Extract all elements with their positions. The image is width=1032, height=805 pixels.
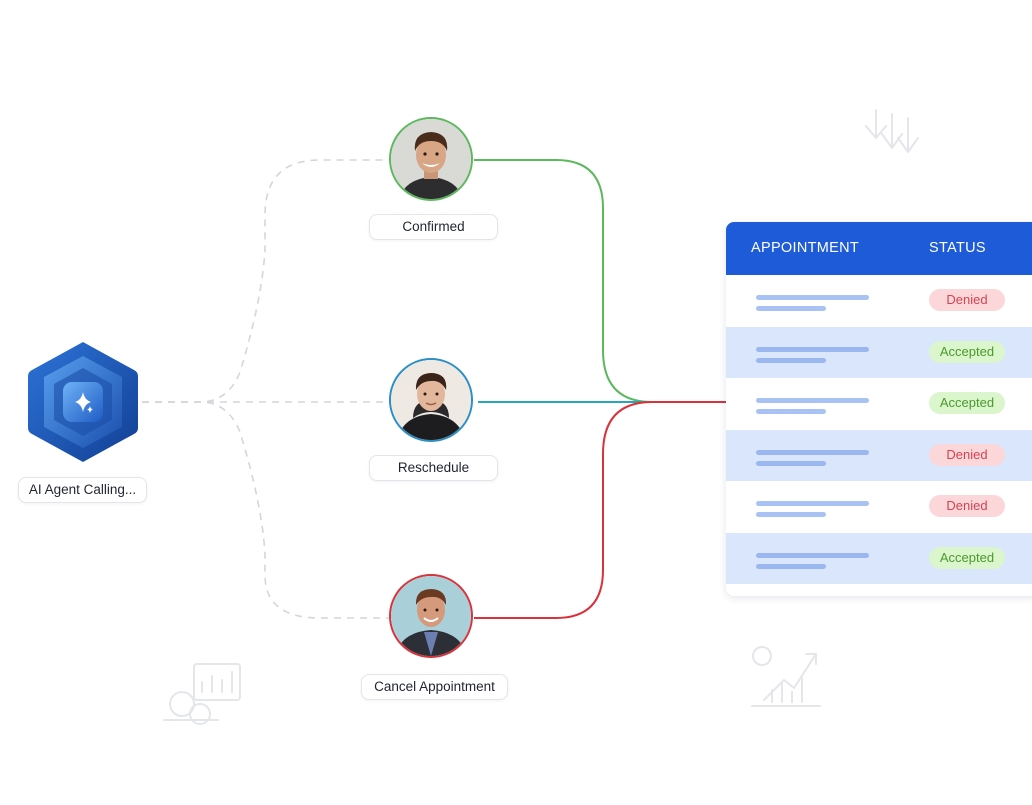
person-photo-icon xyxy=(391,119,471,199)
status-badge: Denied xyxy=(929,443,1005,466)
table-row[interactable]: Denied xyxy=(726,481,1032,533)
dashed-line-top xyxy=(142,159,390,403)
money-chart-icon xyxy=(163,663,241,725)
status-badge: Denied xyxy=(929,289,1005,311)
hub-label: AI Agent Calling... xyxy=(18,477,147,503)
status-badge: Accepted xyxy=(929,546,1005,569)
status-badge: Denied xyxy=(929,495,1005,517)
column-header-appointment: APPOINTMENT xyxy=(751,240,860,256)
dashed-line-bottom xyxy=(142,401,390,619)
avatar-reschedule[interactable] xyxy=(389,358,473,442)
label-cancel: Cancel Appointment xyxy=(361,674,508,700)
table-row[interactable]: Accepted xyxy=(726,378,1032,430)
placeholder-line xyxy=(756,512,826,517)
table-row[interactable]: Denied xyxy=(726,429,1032,481)
placeholder-line xyxy=(756,306,826,311)
growth-chart-icon xyxy=(751,646,821,707)
avatar-cancel[interactable] xyxy=(389,574,473,658)
placeholder-line xyxy=(756,357,826,363)
placeholder-line xyxy=(756,563,826,569)
appointment-table: APPOINTMENT STATUS Denied Accepted Accep… xyxy=(726,222,1032,596)
avatar-confirmed[interactable] xyxy=(389,117,473,201)
placeholder-line xyxy=(756,501,869,506)
ai-agent-hub[interactable] xyxy=(26,340,140,464)
table-row[interactable]: Accepted xyxy=(726,532,1032,584)
label-confirmed: Confirmed xyxy=(369,214,498,240)
table-header: APPOINTMENT STATUS xyxy=(726,222,1032,275)
status-badge: Accepted xyxy=(929,340,1005,363)
trend-arrows-icon xyxy=(865,109,919,153)
table-row[interactable]: Accepted xyxy=(726,326,1032,378)
placeholder-line xyxy=(756,409,826,414)
person-photo-icon xyxy=(391,360,471,440)
sparkle-icon xyxy=(75,392,93,413)
placeholder-line xyxy=(756,460,826,466)
placeholder-line xyxy=(756,449,869,455)
label-reschedule: Reschedule xyxy=(369,455,498,481)
table-row[interactable]: Denied xyxy=(726,275,1032,327)
status-badge: Accepted xyxy=(929,392,1005,414)
placeholder-line xyxy=(756,398,869,403)
person-photo-icon xyxy=(391,576,471,656)
column-header-status: STATUS xyxy=(929,240,986,256)
placeholder-line xyxy=(756,295,869,300)
placeholder-line xyxy=(756,346,869,352)
line-cancel xyxy=(474,401,726,619)
line-confirmed xyxy=(474,159,653,403)
placeholder-line xyxy=(756,552,869,558)
